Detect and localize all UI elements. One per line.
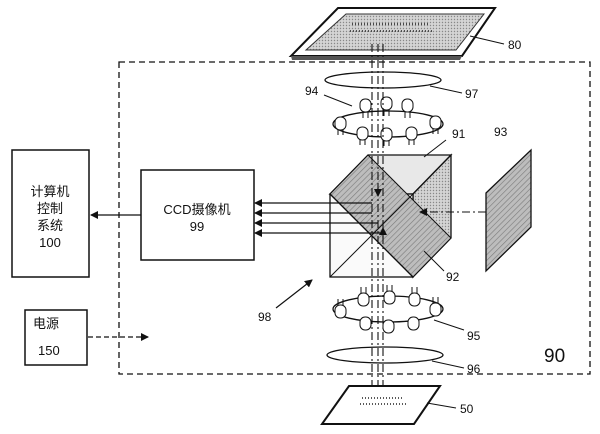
computer-control-system-100: 计算机 控制 系统 100 <box>11 149 90 278</box>
optical-axis-vertical <box>371 44 384 398</box>
upper-plate-80 <box>288 7 497 60</box>
ref-label-98: 98 <box>258 310 272 324</box>
ref-label-50: 50 <box>460 402 474 416</box>
ref-label-93: 93 <box>494 125 508 139</box>
image-rays-to-camera <box>254 199 383 237</box>
lens-96 <box>326 346 444 364</box>
computer-number: 100 <box>39 235 61 250</box>
power-number: 150 <box>38 343 60 358</box>
ref-label-95: 95 <box>467 329 481 343</box>
ref-label-96: 96 <box>467 362 481 376</box>
ref-label-80: 80 <box>508 38 522 52</box>
ref-label-92: 92 <box>446 270 460 284</box>
computer-label-line2: 控制 <box>37 201 63 216</box>
ccd-camera-99: CCD摄像机 99 <box>140 169 255 261</box>
upper-led-ring-94 <box>332 96 444 146</box>
ccd-camera-number: 99 <box>190 219 204 234</box>
beam-splitter-cube-91 <box>328 153 453 279</box>
power-label: 电源 <box>33 316 59 331</box>
computer-label-line3: 系统 <box>37 218 63 233</box>
ref-label-97: 97 <box>465 87 479 101</box>
ref-arrow-98 <box>275 279 313 309</box>
power-supply-150: 电源 150 <box>24 309 88 366</box>
ccd-camera-label: CCD摄像机 <box>163 202 230 217</box>
computer-label-line1: 计算机 <box>30 184 69 199</box>
side-reflector-93 <box>485 148 532 273</box>
lower-board-50 <box>320 385 442 425</box>
ref-label-90: 90 <box>544 346 565 367</box>
module-boundary-90 <box>118 61 591 375</box>
ref-label-94: 94 <box>305 84 319 98</box>
ref-label-91: 91 <box>452 127 466 141</box>
lower-led-ring-95 <box>332 285 444 334</box>
